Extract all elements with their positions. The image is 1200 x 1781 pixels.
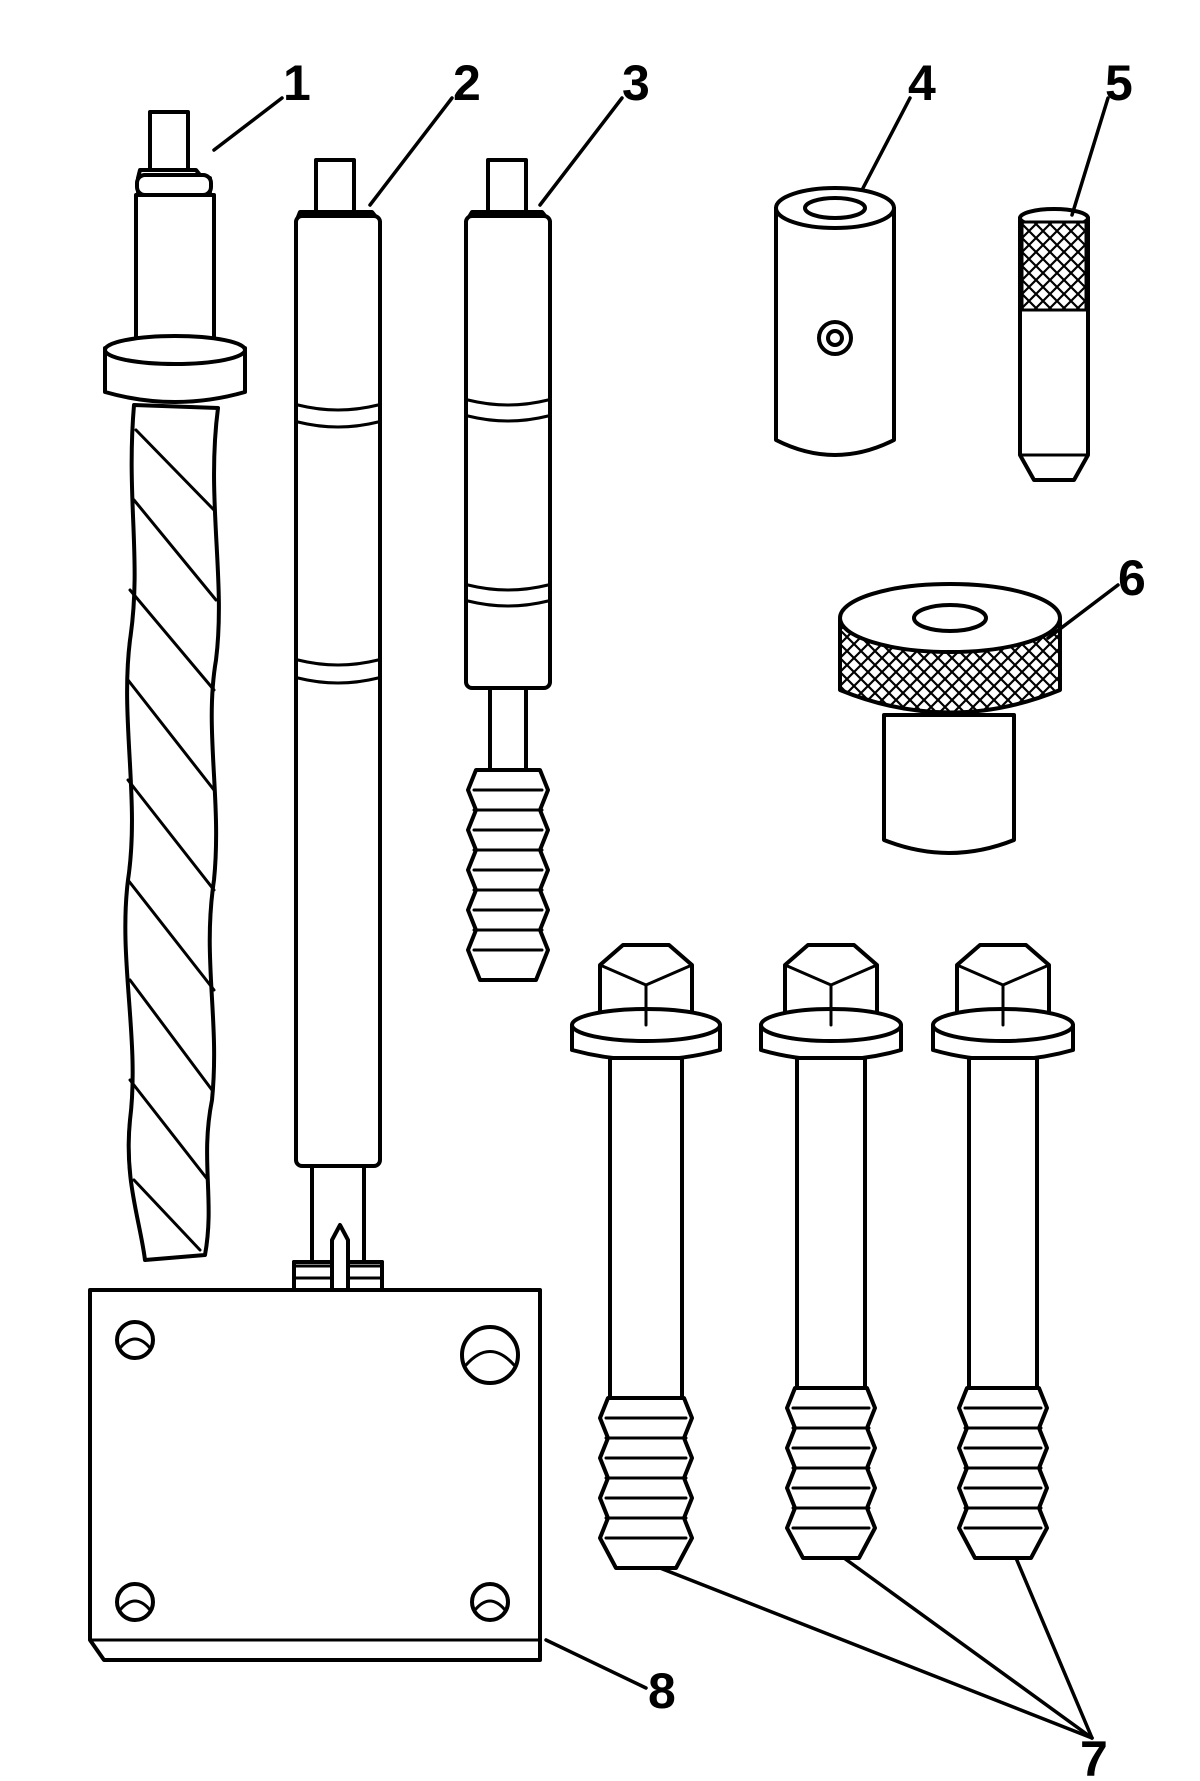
callout-1: 1 (283, 55, 311, 111)
insert-installer (464, 158, 552, 982)
callout-7: 7 (1080, 1731, 1108, 1781)
drill-flutes (126, 428, 218, 1252)
callout-5: 5 (1105, 55, 1133, 111)
template-plate (88, 1288, 542, 1662)
bushing (774, 186, 896, 457)
callout-3: 3 (622, 55, 650, 111)
leader-lines (212, 96, 1120, 1740)
callout-2: 2 (453, 55, 481, 111)
callout-4: 4 (908, 55, 936, 111)
bolt-c (931, 943, 1075, 1560)
bolt-a (570, 943, 722, 1570)
callout-8: 8 (648, 1663, 676, 1719)
drill-guide (838, 582, 1062, 855)
drill-bit (103, 110, 247, 1262)
knurled-pin (1018, 207, 1090, 482)
callout-labels: 1 2 3 4 5 6 7 8 (283, 55, 1146, 1781)
bolt-b (759, 943, 903, 1560)
callout-6: 6 (1118, 550, 1146, 606)
